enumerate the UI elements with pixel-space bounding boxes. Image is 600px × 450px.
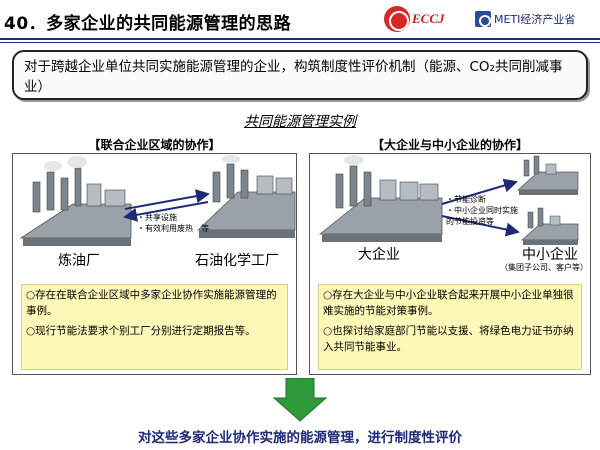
eccj-logo: ECCJ xyxy=(384,6,456,32)
page-title: 40．多家企业的共同能源管理的思路 xyxy=(4,14,292,34)
meti-logo-icon xyxy=(475,11,491,27)
large-company-label: 大企业 xyxy=(358,247,400,263)
summary-text: 对于跨越企业单位共同实施能源管理的企业，构筑制度性评价机制（能源、CO₂共同削减… xyxy=(24,59,563,95)
eccj-logo-text: ECCJ xyxy=(412,11,445,26)
left-note-2: ・有效利用废热 等 xyxy=(137,224,209,233)
left-flow-arrow-to-petrochem xyxy=(124,189,210,210)
right-bullet-1: ○存在大企业与中小企业联合起来开展中小企业单独很难实施的节能对策事例。 xyxy=(323,289,574,317)
left-notes-box: ○存在在联合企业区域中多家企业协作实施能源管理的事例。 ○现行节能法要求个别工厂… xyxy=(21,284,288,370)
header: 40．多家企业的共同能源管理的思路 ECCJ METI经济产业省 xyxy=(0,0,600,46)
left-illustration: ・共享设施 ・有效利用废热 等 炼油厂 石油化学工厂 xyxy=(13,154,296,279)
left-flow-arrow-to-refinery xyxy=(123,201,209,222)
refinery-icon xyxy=(19,156,132,246)
right-heading: 【大企业与中小企业的协作】 xyxy=(371,138,528,152)
sme-label: 中小企业 xyxy=(522,247,578,263)
down-arrow-icon xyxy=(272,378,328,422)
left-bullet-2: ○现行节能法要求个别工厂分别进行定期报告等。 xyxy=(26,325,256,337)
left-panel: ・共享设施 ・有效利用废热 等 炼油厂 石油化学工厂 ○存在在联合企业区域中多家… xyxy=(12,153,297,375)
left-heading: 【联合企业区域的协作】 xyxy=(88,138,221,152)
right-illustration: ・节能诊断 ・中小企业同时实施的节能投资等 大企业 中小企业 （集团子公司、客户… xyxy=(310,154,590,279)
right-note-2: ・中小企业同时实施的节能投资等 xyxy=(446,206,518,226)
sme-factory-top-icon xyxy=(517,155,579,195)
conclusion-text: 对这些多家企业协作实施的能源管理，进行制度性评价 xyxy=(138,430,462,446)
large-company-icon xyxy=(318,155,443,242)
right-flow-arrow-lower xyxy=(441,215,520,237)
left-note-1: ・共享设施 xyxy=(137,213,177,222)
right-note-1: ・节能诊断 xyxy=(446,195,486,204)
right-bullet-2: ○也探讨给家庭部门节能以支援、将绿色电力证书亦纳入共同节能事业。 xyxy=(323,325,574,353)
petrochemical-label: 石油化学工厂 xyxy=(195,253,279,269)
left-factories-svg xyxy=(19,155,296,246)
meti-logo: METI经济产业省 xyxy=(475,8,600,30)
right-panel: ・节能诊断 ・中小企业同时实施的节能投资等 大企业 中小企业 （集团子公司、客户… xyxy=(309,153,591,375)
left-bullet-1: ○存在在联合企业区域中多家企业协作实施能源管理的事例。 xyxy=(26,289,277,317)
header-rule-top xyxy=(0,38,600,40)
summary-box: 对于跨越企业单位共同实施能源管理的企业，构筑制度性评价机制（能源、CO₂共同削减… xyxy=(12,50,588,100)
right-factories-svg xyxy=(318,155,579,245)
right-notes-box: ○存在大企业与中小企业联合起来开展中小企业单独很难实施的节能对策事例。 ○也探讨… xyxy=(318,284,582,370)
petrochemical-plant-icon xyxy=(196,155,296,238)
sme-sublabel: （集团子公司、客户等） xyxy=(500,263,588,272)
meti-logo-text: METI经济产业省 xyxy=(494,13,576,26)
header-rule-bottom xyxy=(0,42,600,43)
example-title: 共同能源管理实例 xyxy=(244,114,356,130)
right-flow-arrow-upper xyxy=(441,178,518,205)
refinery-label: 炼油厂 xyxy=(58,253,100,269)
eccj-logo-icon xyxy=(384,6,410,32)
sme-factory-bottom-icon xyxy=(521,207,579,245)
